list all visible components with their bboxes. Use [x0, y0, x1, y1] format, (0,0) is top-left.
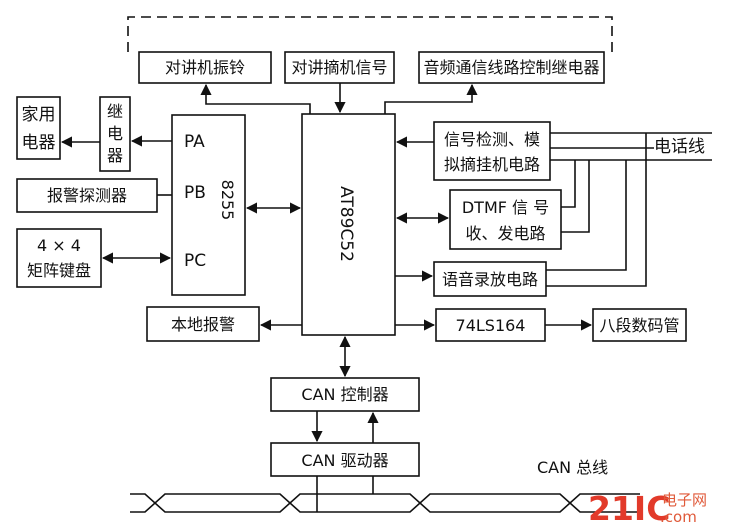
- svg-text:电器: 电器: [22, 133, 56, 153]
- svg-text:DTMF 信 号: DTMF 信 号: [462, 198, 549, 217]
- svg-text:PA: PA: [184, 132, 205, 152]
- svg-text:21IC: 21IC: [588, 489, 670, 528]
- can-driver-block: CAN 驱动器: [270, 442, 420, 477]
- can-bus-label: CAN 总线: [537, 458, 608, 477]
- svg-text:电: 电: [107, 124, 123, 143]
- svg-text:CAN 驱动器: CAN 驱动器: [301, 451, 388, 470]
- svg-text:4 × 4: 4 × 4: [37, 236, 81, 255]
- relay-block: 继 电 器: [99, 96, 131, 172]
- seven-segment-block: 八段数码管: [592, 308, 687, 342]
- svg-text:74LS164: 74LS164: [456, 316, 526, 335]
- chip-8255-block: PA PB PC 8255: [171, 114, 246, 296]
- svg-text:语音录放电路: 语音录放电路: [442, 270, 538, 289]
- dtmf-block: DTMF 信 号 收、发电路: [449, 189, 562, 250]
- alarm-detector-block: 报警探测器: [16, 178, 158, 213]
- appliance-block: 家用 电器: [16, 96, 61, 160]
- svg-text:PC: PC: [184, 251, 206, 271]
- svg-text:CAN 控制器: CAN 控制器: [301, 385, 388, 404]
- svg-text:器: 器: [107, 146, 123, 165]
- svg-text:AT89C52: AT89C52: [336, 186, 356, 262]
- intercom-ring-block: 对讲机振铃: [138, 51, 272, 84]
- phone-line-label: 电话线: [654, 137, 705, 157]
- keypad-block: 4 × 4 矩阵键盘: [16, 228, 102, 288]
- svg-text:电子网: 电子网: [662, 491, 707, 509]
- svg-text:收、发电路: 收、发电路: [465, 224, 545, 243]
- signal-detect-block: 信号检测、模 拟摘挂机电路: [433, 121, 551, 181]
- svg-text:信号检测、模: 信号检测、模: [444, 130, 540, 149]
- shift-register-block: 74LS164: [435, 308, 546, 342]
- watermark-logo: 21IC 电子网 .com: [588, 489, 707, 528]
- svg-text:本地报警: 本地报警: [171, 315, 235, 334]
- svg-text:PB: PB: [184, 183, 206, 203]
- audio-relay-block: 音频通信线路控制继电器: [418, 51, 605, 84]
- svg-text:8255: 8255: [218, 180, 237, 221]
- svg-text:报警探测器: 报警探测器: [47, 186, 127, 205]
- mcu-block: AT89C52: [301, 113, 396, 336]
- local-alarm-block: 本地报警: [146, 306, 260, 342]
- intercom-offhook-block: 对讲摘机信号: [284, 51, 395, 84]
- svg-text:对讲摘机信号: 对讲摘机信号: [291, 58, 387, 77]
- intercom-group: [127, 16, 613, 52]
- connections: [60, 83, 712, 512]
- svg-text:继: 继: [107, 102, 123, 121]
- svg-text:对讲机振铃: 对讲机振铃: [165, 58, 245, 77]
- svg-text:音频通信线路控制继电器: 音频通信线路控制继电器: [423, 58, 599, 77]
- svg-text:.com: .com: [660, 508, 697, 526]
- svg-text:八段数码管: 八段数码管: [599, 316, 679, 335]
- can-bus-wire: [130, 493, 640, 513]
- svg-text:家用: 家用: [22, 105, 56, 125]
- svg-text:矩阵键盘: 矩阵键盘: [27, 261, 91, 280]
- voice-record-block: 语音录放电路: [433, 261, 547, 297]
- svg-text:拟摘挂机电路: 拟摘挂机电路: [444, 155, 540, 174]
- can-controller-block: CAN 控制器: [270, 377, 420, 412]
